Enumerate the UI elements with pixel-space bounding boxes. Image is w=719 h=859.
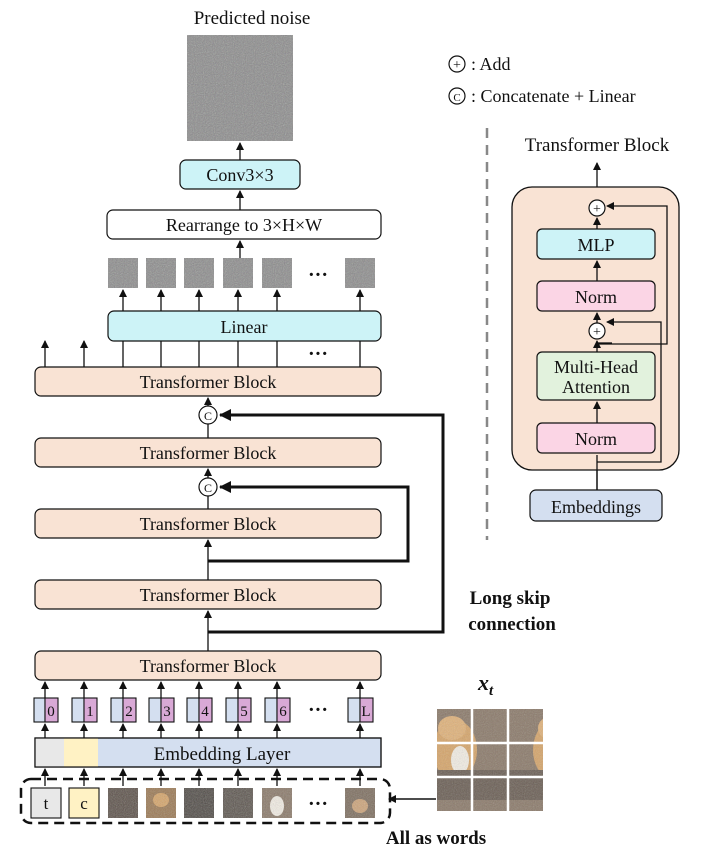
predicted-noise-image	[187, 35, 293, 141]
position-token-label: 1	[86, 704, 94, 720]
position-token: 3	[148, 697, 175, 723]
concat-symbol-lower: C	[198, 477, 218, 497]
embedding-layer: Embedding Layer	[34, 737, 382, 768]
position-token-label: 4	[201, 704, 209, 720]
concat-symbol-glyph: C	[453, 92, 460, 104]
transformer-block-label: Transformer Block	[140, 585, 277, 605]
transformer-block-2: Transformer Block	[34, 579, 382, 610]
concat-symbol-letter: C	[204, 409, 212, 423]
rearrange-label: Rearrange to 3×H×W	[166, 215, 322, 235]
position-token: 6	[264, 697, 291, 723]
noise-patch	[262, 258, 292, 288]
legend: + : Add C : Concatenate + Linear	[448, 54, 636, 106]
embeddings-box: Embeddings	[529, 489, 663, 522]
mlp-label: MLP	[577, 235, 614, 255]
predicted-noise-title: Predicted noise	[194, 8, 311, 29]
multi-head-attention-box: Multi-Head Attention	[536, 351, 656, 401]
noise-patch	[184, 258, 214, 288]
position-token-label: 5	[240, 704, 248, 720]
long-skip-connections	[208, 409, 445, 634]
xt-label-subscript: t	[489, 683, 494, 699]
xt-label-main: x	[477, 670, 489, 695]
input-words: t c ···	[19, 777, 392, 825]
position-token-label: 6	[279, 704, 287, 720]
position-token: L	[347, 697, 374, 723]
transformer-block-label: Transformer Block	[140, 372, 277, 392]
add-node-top: +	[588, 199, 606, 217]
detail-title: Transformer Block	[525, 135, 670, 156]
attention-label: Multi-Head	[554, 357, 638, 377]
position-token-label: 3	[163, 704, 171, 720]
add-symbol-glyph: +	[453, 58, 461, 73]
image-patch	[262, 788, 292, 818]
norm-label: Norm	[575, 287, 617, 307]
xt-label: xt	[477, 670, 494, 699]
add-symbol-icon	[448, 55, 466, 73]
transformer-block-label: Transformer Block	[140, 443, 277, 463]
condition-token: c	[68, 787, 100, 819]
add-node-middle: +	[588, 322, 606, 340]
position-token-label: L	[361, 704, 370, 720]
attention-label-line2: Attention	[562, 377, 630, 397]
input-ellipsis: ···	[308, 793, 328, 815]
transformer-block-3: Transformer Block	[34, 508, 382, 539]
norm-box-lower: Norm	[536, 422, 656, 454]
all-as-words-label: All as words	[386, 828, 486, 849]
svg-text:xt: xt	[477, 670, 494, 699]
mlp-box: MLP	[536, 228, 656, 260]
embedding-layer-label: Embedding Layer	[154, 744, 291, 765]
concat-symbol-icon	[448, 87, 466, 105]
time-token: t	[30, 787, 62, 819]
position-token-label: 2	[125, 704, 133, 720]
long-skip-label-line2: connection	[468, 614, 556, 635]
linear-label: Linear	[221, 317, 268, 337]
position-token: 5	[225, 697, 252, 723]
add-node-glyph: +	[593, 202, 601, 217]
noise-patch	[108, 258, 138, 288]
rearrange-box: Rearrange to 3×H×W	[106, 209, 382, 240]
norm-label: Norm	[575, 429, 617, 449]
position-token: 4	[186, 697, 213, 723]
position-token: 2	[110, 697, 137, 723]
add-legend-label: : Add	[471, 54, 511, 74]
transformer-block-label: Transformer Block	[140, 514, 277, 534]
noise-patch	[146, 258, 176, 288]
residual-path-upper	[597, 202, 668, 345]
concat-legend-label: : Concatenate + Linear	[471, 86, 636, 106]
position-token: 0	[33, 697, 59, 723]
position-tokens: 0 1 2 3 4 5 6	[33, 697, 374, 723]
noise-patch	[345, 258, 375, 288]
conv3x3-label: Conv3×3	[206, 165, 273, 185]
patches-ellipsis: ···	[308, 264, 328, 286]
time-token-label: t	[44, 794, 49, 813]
image-patch	[345, 788, 375, 818]
condition-token-label: c	[80, 794, 88, 813]
image-patch	[108, 788, 138, 818]
concat-symbol-letter: C	[204, 481, 212, 495]
norm-box-upper: Norm	[536, 280, 656, 312]
noise-patch	[223, 258, 253, 288]
output-noise-patches: ···	[108, 258, 375, 288]
position-token-label: 0	[47, 704, 55, 720]
position-ellipsis: ···	[308, 699, 328, 721]
transformer-block-4: Transformer Block	[34, 437, 382, 468]
image-patch	[184, 788, 214, 818]
image-patch	[146, 788, 176, 818]
linear-ellipsis: ···	[308, 343, 328, 365]
conv3x3-box: Conv3×3	[179, 159, 301, 190]
embeddings-label: Embeddings	[551, 497, 641, 517]
position-token: 1	[71, 697, 98, 723]
add-node-glyph: +	[593, 325, 601, 340]
transformer-block-5: Transformer Block	[34, 366, 382, 397]
long-skip-label: Long skip	[470, 588, 551, 609]
linear-box: Linear	[107, 310, 382, 342]
image-patch	[223, 788, 253, 818]
transformer-block-1: Transformer Block	[34, 650, 382, 681]
noisy-input-image	[437, 709, 543, 811]
transformer-block-label: Transformer Block	[140, 656, 277, 676]
concat-symbol-upper: C	[198, 405, 218, 425]
